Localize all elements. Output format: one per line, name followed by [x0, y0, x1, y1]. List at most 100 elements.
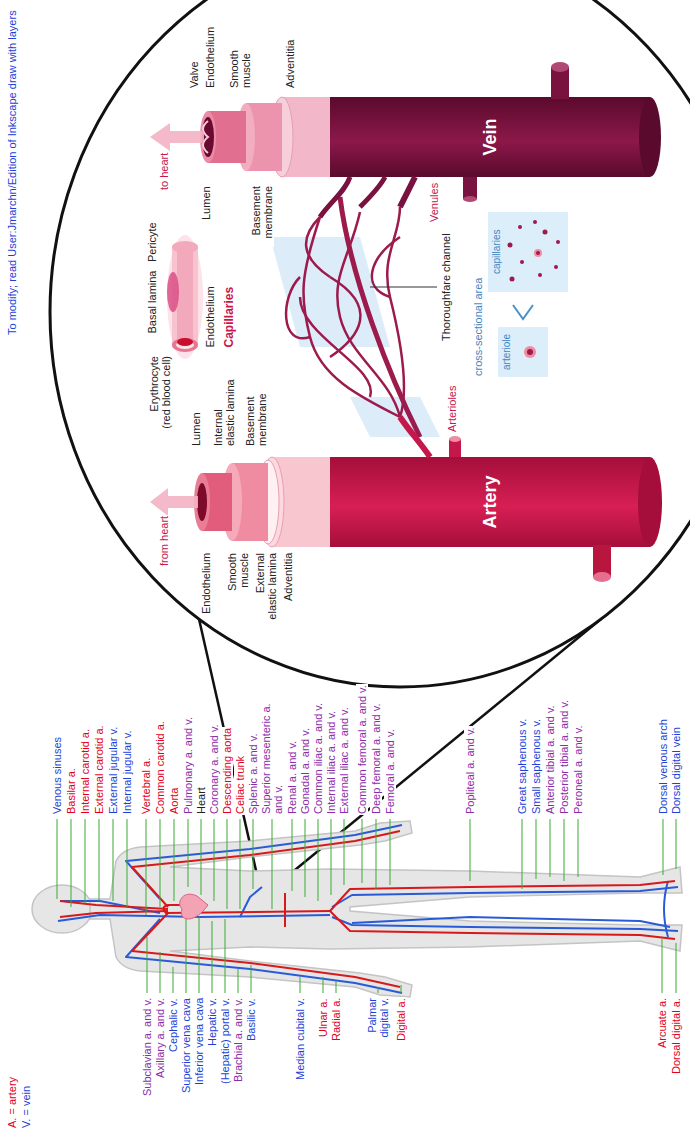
structure-label: Lumen [200, 185, 212, 221]
vessel-label: External iliac a. and v. [338, 706, 350, 815]
vessel-label: Pulmonary a. and v. [182, 716, 194, 815]
cross-section-boxes [538, 273, 542, 277]
artery-tube [593, 572, 611, 582]
artery-tube [638, 457, 662, 547]
vein-tube [330, 62, 661, 177]
leader-line [227, 819, 228, 909]
cross-section-boxes [554, 265, 558, 269]
leader-line [225, 919, 226, 993]
vessel-label: Great saphenous v. [516, 718, 528, 815]
vessel-label: Subclavian a. and v. [141, 997, 153, 1097]
vessel-label: Digital a. [395, 997, 407, 1042]
leader-line [201, 819, 202, 895]
leader-line [160, 819, 161, 907]
leader-line [272, 819, 273, 909]
vessel-tube-label: Vein [479, 97, 501, 177]
leader-line [676, 819, 677, 869]
capillary-detail [167, 235, 203, 359]
leader-line [536, 819, 537, 879]
vein-lines [58, 825, 678, 993]
leader-line [99, 819, 100, 901]
cross-section-boxes [510, 277, 515, 282]
capillary-bed [360, 177, 385, 207]
capillary-detail [177, 338, 193, 346]
capillary-bed [330, 277, 360, 357]
vessel-label: Descending aorta [221, 727, 233, 815]
leader-line [173, 967, 174, 993]
leader-line [662, 939, 663, 993]
structure-label: arteriole [501, 333, 513, 371]
vessel-label: Vertebral a. [140, 757, 152, 815]
vessel-label: Venous sinuses [51, 736, 63, 815]
vessel-label: Deep femoral a. and v. [370, 703, 382, 815]
cross-section-boxes [536, 251, 540, 255]
artery-lines [60, 911, 168, 917]
vessel-label: Anterior tibial a. and v. [544, 704, 556, 815]
vessel-label: Common iliac a. and v. [312, 702, 324, 815]
leader-line [336, 981, 337, 993]
vessel-label: Ulnar a. [317, 997, 329, 1038]
vein-layers [150, 123, 204, 151]
leader-line [127, 819, 128, 907]
leader-line [253, 819, 254, 889]
leader-lines [57, 819, 676, 993]
structure-label: Venules [428, 182, 440, 223]
vessel-label: Cephalic v. [167, 997, 179, 1053]
leader-line [146, 819, 147, 915]
vessel-label: Renal a. and v. [286, 740, 298, 815]
capillary-bed [340, 197, 420, 437]
artery-lines [132, 913, 400, 987]
leader-line [550, 819, 551, 877]
vessel-label: External jugular v. [107, 726, 119, 815]
cross-section-boxes [498, 327, 548, 377]
leader-line [305, 819, 306, 897]
leader-line [212, 921, 213, 993]
structure-label: Basal lamina [146, 270, 158, 335]
capillary-bed [320, 177, 350, 217]
leader-line [71, 819, 72, 907]
artery-layers [197, 483, 207, 521]
vessel-label: Internal jugular v. [121, 729, 133, 815]
vessel-label: External carotid a. [93, 724, 105, 815]
vessel-label: Inferior vena cava [193, 997, 205, 1086]
body-silhouette [32, 821, 682, 997]
vessel-label: Dorsal digital a. [670, 997, 682, 1075]
artery-lines [60, 901, 168, 909]
cross-section-boxes [508, 243, 513, 248]
vessel-label: Popliteal a. and v. [464, 726, 476, 815]
vessel-label: Small saphenous v. [530, 718, 542, 815]
vein-tube [639, 97, 661, 177]
vessel-label: Common femoral a. and v. [356, 684, 368, 815]
leader-line [300, 977, 301, 993]
body-silhouette [32, 885, 92, 933]
artery-lines [132, 831, 400, 907]
note-text: V. = vein [20, 1085, 32, 1129]
capillary-detail [172, 338, 198, 352]
artery-lines [60, 831, 675, 987]
leader-line [370, 287, 437, 288]
capillary-detail [177, 247, 193, 345]
vessel-label: Aorta [168, 787, 180, 815]
leader-line [564, 819, 565, 881]
structure-label: Arterioles [446, 385, 458, 433]
vessel-label: Brachial a. and v. [232, 997, 244, 1083]
vessel-name: Vein [479, 97, 501, 177]
vessel-label: Superior vena cava [180, 997, 192, 1094]
vein-tube [551, 62, 569, 72]
leader-line [147, 937, 148, 993]
structure-label: to heart [158, 152, 170, 191]
vein-lines [126, 919, 402, 993]
artery-layers [150, 488, 198, 516]
capillary-detail [172, 241, 198, 253]
vessel-label: Basilic v. [245, 997, 257, 1042]
vessel-label: Internal iliac a. and v. [325, 710, 337, 815]
heart-symbol [180, 894, 208, 919]
capillary-detail [167, 235, 203, 359]
note-text: To modify; read User:Jmarchn/Edition of … [6, 9, 18, 336]
structure-label: Valve [188, 60, 200, 89]
vessel-label: Common carotid a. [154, 720, 166, 815]
vessel-label: Axillary a. and v. [154, 997, 166, 1079]
leader-line [378, 987, 379, 993]
structure-label: from heart [158, 515, 170, 567]
